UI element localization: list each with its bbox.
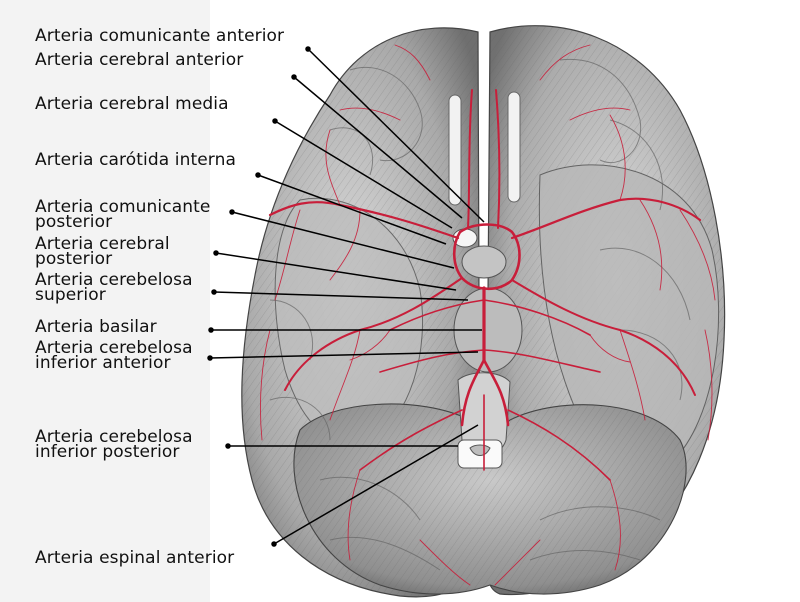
label-arteria-cerebral-anterior: Arteria cerebral anterior — [35, 50, 244, 70]
right-olfactory-tract — [507, 91, 521, 203]
brain — [241, 25, 726, 598]
left-olfactory-tract — [448, 94, 462, 206]
label-arteria-cerebral-media: Arteria cerebral media — [35, 94, 229, 114]
label-arteria-cerebelosa-inferior-anterior: Arteria cerebelosa inferior anterior — [35, 338, 193, 373]
label-arteria-cerebelosa-inferior-posterior: Arteria cerebelosa inferior posterior — [35, 427, 193, 462]
label-arteria-cerebelosa-superior: Arteria cerebelosa superior — [35, 270, 193, 305]
leader-lines — [207, 46, 485, 547]
left-margin-background — [0, 0, 210, 602]
vertebral-arteries — [460, 358, 510, 427]
label-arteria-carotida-interna: Arteria carótida interna — [35, 150, 236, 170]
label-arteria-comunicante-posterior: Arteria comunicante posterior — [35, 197, 211, 232]
label-arteria-comunicante-anterior: Arteria comunicante anterior — [35, 26, 285, 46]
label-arteria-cerebral-posterior: Arteria cerebral posterior — [35, 234, 170, 269]
mammillary-region — [461, 245, 507, 279]
arteries — [259, 44, 716, 586]
label-arteria-espinal-anterior: Arteria espinal anterior — [35, 548, 235, 568]
label-arteria-basilar: Arteria basilar — [35, 317, 157, 337]
